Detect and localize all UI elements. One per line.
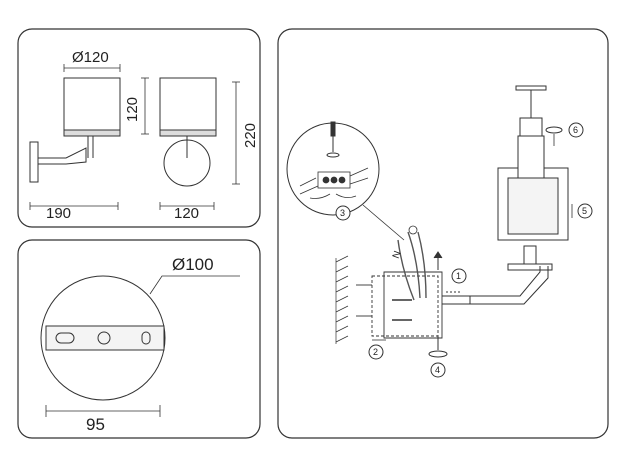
total-height-label: 220 [242, 123, 259, 148]
wall-plate [356, 271, 443, 339]
slot-hole-left [55, 332, 75, 344]
width-label: 120 [174, 205, 199, 222]
dimensions-panel: Ø120 120 220 190 120 [17, 28, 261, 228]
shade-height-label: 120 [124, 97, 141, 122]
step-4-label: 4 [435, 365, 440, 375]
screwdriver-icon [326, 121, 340, 158]
mounting-bar [45, 325, 165, 351]
ground-icon [408, 225, 418, 235]
hole-spacing-label: 95 [86, 415, 105, 434]
mount-plate-outline [40, 275, 166, 401]
assembly-panel: 3 N [277, 28, 609, 439]
depth-label: 190 [46, 205, 71, 222]
lamp-shade-exploded [497, 85, 569, 271]
nut-icon [428, 336, 448, 358]
plate-diameter-label: Ø100 [172, 255, 214, 274]
step-2-label: 2 [373, 347, 378, 357]
side-view-lamp [29, 77, 121, 183]
dimension-lines [29, 64, 240, 210]
mount-plate-panel: Ø100 95 [17, 239, 261, 439]
step-6-label: 6 [573, 125, 578, 135]
slot-hole-right [141, 331, 151, 345]
terminal-block [299, 167, 369, 199]
step-3-label: 3 [340, 208, 345, 218]
wires [397, 231, 427, 301]
step-1-label: 1 [456, 271, 461, 281]
step-1-arrow [433, 251, 462, 293]
wall-hatch [335, 255, 349, 344]
front-view-lamp [159, 77, 217, 187]
neutral-wire-label: N [391, 250, 404, 261]
center-hole [97, 331, 111, 345]
shade-diameter-label: Ø120 [72, 49, 109, 66]
step-5-label: 5 [582, 206, 587, 216]
lamp-arm [442, 266, 549, 305]
